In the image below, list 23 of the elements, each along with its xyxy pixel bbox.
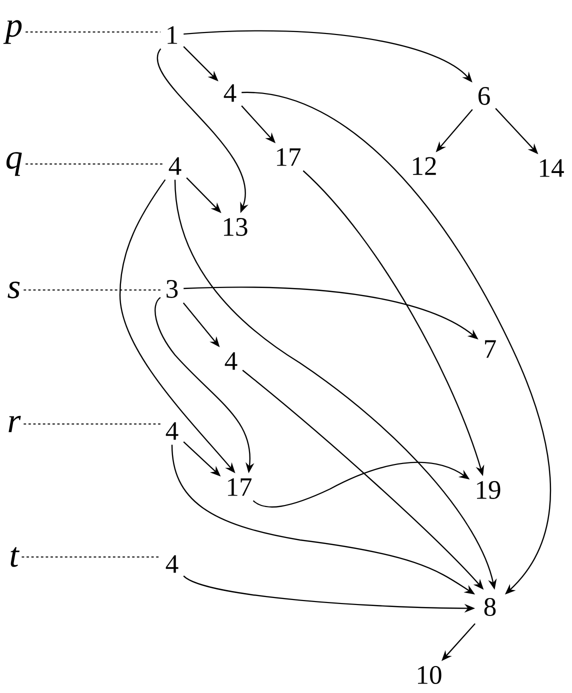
event-number: 4 <box>166 422 178 440</box>
event-number: 17 <box>277 148 301 166</box>
event-number: 10 <box>418 666 442 684</box>
event-number: 4 <box>166 555 178 573</box>
event-number: 14 <box>540 159 564 177</box>
event-number: 6 <box>478 87 490 105</box>
row-label: t <box>10 547 20 567</box>
event-number: 4 <box>224 84 236 102</box>
row-label: r <box>8 416 21 432</box>
guide-line <box>21 556 161 558</box>
event-number: 3 <box>166 280 178 298</box>
event-number: 4 <box>224 352 238 370</box>
event-number: 7 <box>485 340 496 358</box>
event-number: 17 <box>228 478 252 496</box>
event-number: 4 <box>168 157 182 175</box>
row-label: p <box>3 20 22 44</box>
event-number: 12 <box>413 157 436 175</box>
row-label: s <box>8 282 20 298</box>
event-number: 13 <box>224 218 248 236</box>
event-number: 19 <box>477 481 500 499</box>
event-number: 1 <box>168 26 178 44</box>
event-number: 8 <box>484 598 496 616</box>
row-label: q <box>6 152 22 176</box>
